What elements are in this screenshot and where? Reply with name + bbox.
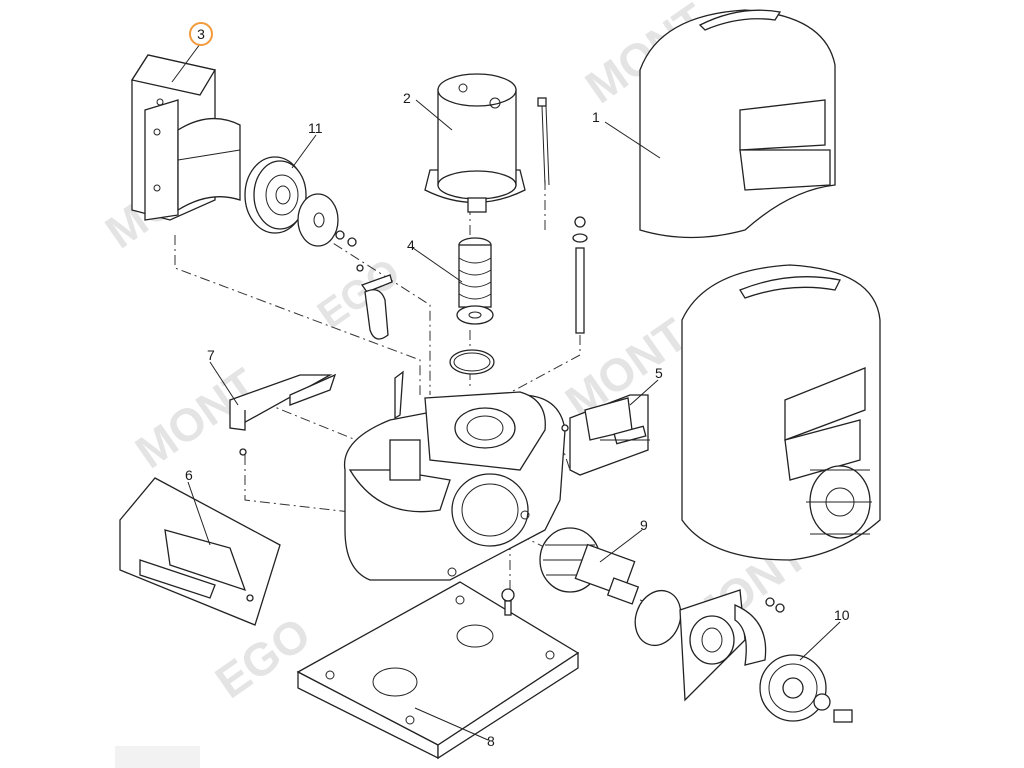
callout-4: 4	[407, 237, 415, 253]
svg-text:EGO: EGO	[310, 250, 408, 337]
long-bolts	[537, 97, 588, 334]
part-10-output-gear	[679, 589, 853, 723]
leader-lines	[171, 43, 841, 741]
part-1-cover-top	[639, 9, 836, 239]
part-1-cover-assembled	[681, 264, 881, 561]
callout-7: 7	[207, 347, 215, 363]
part-3-control-box	[130, 54, 241, 221]
callout-5: 5	[655, 365, 663, 381]
gearbox-housing	[343, 370, 566, 581]
part-8-base-plate	[296, 581, 580, 760]
part-7-clip	[229, 373, 337, 456]
callout-11: 11	[308, 120, 323, 136]
callout-6: 6	[185, 467, 193, 483]
part-11-disc	[244, 156, 357, 247]
part-6-sheet	[119, 477, 281, 626]
callout-8: 8	[487, 733, 495, 749]
corner-placeholder	[115, 746, 200, 768]
part-5-circuit-board	[561, 394, 650, 476]
svg-text:EGO: EGO	[206, 607, 320, 708]
small-bracket	[356, 264, 393, 340]
callout-9: 9	[640, 517, 648, 533]
callout-2: 2	[403, 90, 411, 106]
callout-1: 1	[592, 109, 600, 125]
part-9-pinion	[539, 527, 682, 647]
part-4-worm-shaft	[449, 237, 495, 375]
callout-10: 10	[834, 607, 850, 623]
callout-3-highlighted: 3	[189, 22, 213, 46]
part-2-motor	[424, 73, 526, 213]
